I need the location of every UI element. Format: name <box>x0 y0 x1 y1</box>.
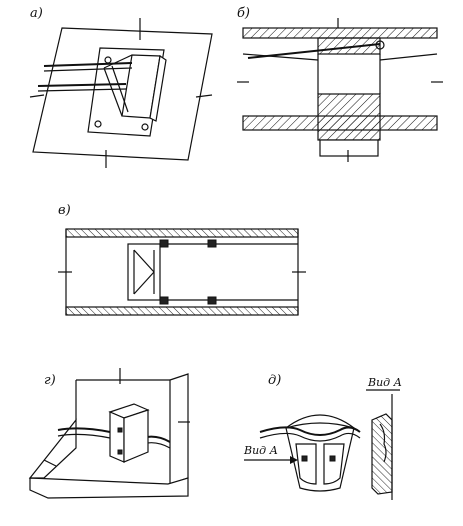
panel-b-tendon <box>247 43 381 59</box>
panel-d-arrow-head <box>290 456 298 464</box>
label-g: г) <box>44 373 56 388</box>
panel-b: б) <box>237 6 443 162</box>
panel-g-floor-slab <box>29 477 189 499</box>
panel-d-bolt-2 <box>329 455 336 462</box>
panel-d-saddle-top <box>285 422 355 429</box>
panel-d-cable-b <box>259 432 361 442</box>
panel-g: г) <box>28 368 190 499</box>
panel-g-bolt-1 <box>117 427 123 433</box>
panel-b-inner-line-2 <box>379 53 438 61</box>
panel-v-diag-2 <box>133 271 155 295</box>
panel-d-saddle <box>285 414 355 492</box>
label-b: б) <box>237 6 250 21</box>
panel-g-axis-left <box>43 459 57 467</box>
label-v: в) <box>58 203 71 218</box>
panel-d-insert-right <box>323 443 345 485</box>
panel-g-wall-front <box>169 373 189 485</box>
panel-a-anchor-side <box>149 54 167 122</box>
panel-d: д) Вид А Вид А <box>243 373 402 500</box>
label-a: а) <box>30 6 43 21</box>
panel-b-diaphragm <box>317 93 381 141</box>
panel-v-diag-1 <box>133 249 155 273</box>
panel-a-tendon-2b <box>37 88 127 92</box>
panel-v-clamp-2 <box>207 239 217 248</box>
panel-a-tendon-1 <box>43 62 133 67</box>
panel-v-top-flange <box>65 228 299 238</box>
panel-v-clamp-4 <box>207 296 217 305</box>
label-d: д) <box>268 373 281 388</box>
panel-v-clamp-1 <box>159 239 169 248</box>
panel-g-block-front <box>123 409 149 463</box>
panel-b-inner-line-1 <box>242 53 319 61</box>
panel-a-bolt-4 <box>141 123 149 131</box>
panel-v-clamp-3 <box>159 296 169 305</box>
panel-a: а) <box>29 6 213 168</box>
panel-b-diaphragm-top <box>317 37 381 55</box>
panel-b-top-slab <box>242 27 438 39</box>
panel-g-floor-edge <box>28 418 77 479</box>
panel-a-tendon-2 <box>37 83 127 87</box>
panel-g-tendon-left <box>57 427 111 433</box>
panel-a-axis-left <box>29 94 45 98</box>
panel-a-axis-right <box>195 94 213 98</box>
panel-d-cable <box>259 426 361 436</box>
panel-v-frame <box>127 243 161 301</box>
label-view-a-arrow: Вид А <box>243 444 278 457</box>
panel-b-anchor <box>375 40 385 50</box>
panel-d-view-profile <box>379 423 387 463</box>
label-view-a-top: Вид А <box>367 376 402 389</box>
panel-d-insert-left <box>295 443 317 485</box>
panel-v: в) <box>58 203 306 316</box>
panel-g-bolt-2 <box>117 449 123 455</box>
panel-b-support <box>319 139 379 157</box>
panel-a-stay-1 <box>103 54 133 69</box>
panel-g-tendon-left-b <box>57 433 111 439</box>
panel-v-bottom-flange <box>65 306 299 316</box>
panel-d-bolt-1 <box>301 455 308 462</box>
panel-a-tendon-1b <box>43 67 133 72</box>
panel-a-bolt-3 <box>94 120 102 128</box>
panel-a-plane <box>32 27 213 161</box>
panel-a-stay-2 <box>103 67 123 117</box>
